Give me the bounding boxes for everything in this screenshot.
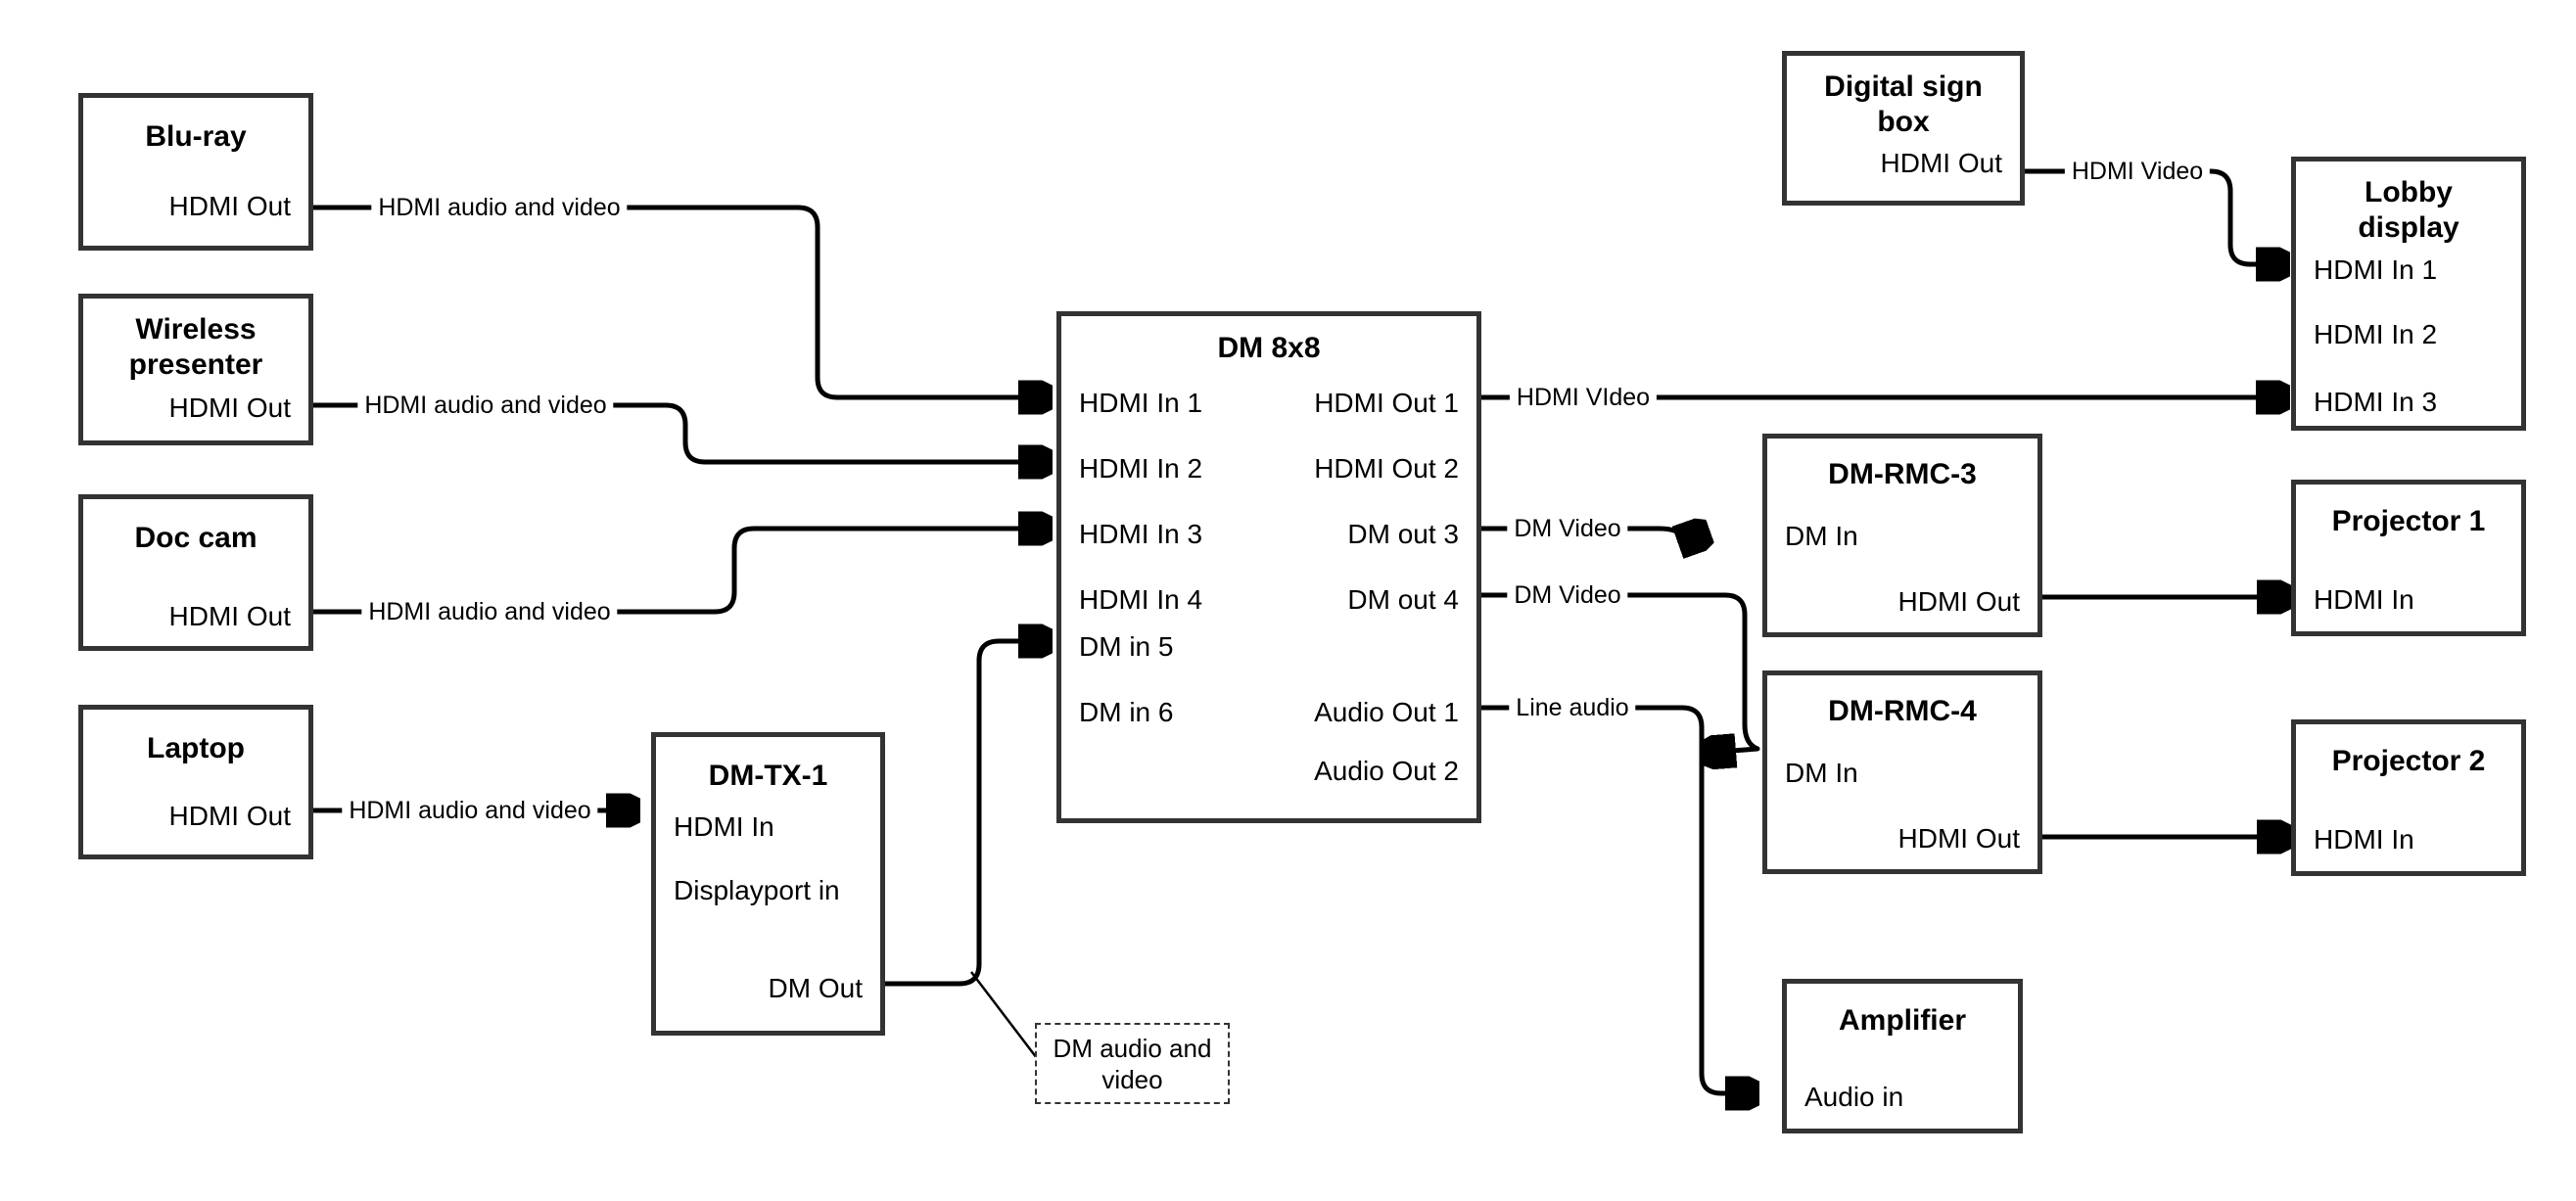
device-lobby-display[interactable]: Lobby display HDMI In 1 HDMI In 2 HDMI I…	[2291, 157, 2526, 431]
link-label-laptop: HDMI audio and video	[342, 797, 598, 824]
port-dm-8x8-hdmi-in-3[interactable]: HDMI In 3	[1079, 519, 1203, 549]
device-digital-sign-box-title-line2: box	[1877, 106, 1930, 138]
port-dm-rmc-3-dm-in[interactable]: DM In	[1785, 521, 1858, 551]
port-dm-8x8-dm-in-5[interactable]: DM in 5	[1079, 631, 1174, 662]
link-label-dm-video-4: DM Video	[1507, 581, 1628, 609]
device-wireless-presenter-title-line2: presenter	[128, 348, 263, 381]
device-dm-8x8[interactable]: DM 8x8 HDMI In 1 HDMI In 2 HDMI In 3 HDM…	[1056, 311, 1481, 823]
port-projector-2-hdmi-in[interactable]: HDMI In	[2314, 824, 2414, 855]
port-dm-8x8-hdmi-in-4[interactable]: HDMI In 4	[1079, 584, 1203, 615]
device-amplifier-title: Amplifier	[1838, 1004, 1967, 1037]
port-dm-8x8-dm-out-4[interactable]: DM out 4	[1347, 584, 1459, 615]
port-lobby-display-hdmi-in-2[interactable]: HDMI In 2	[2314, 319, 2438, 349]
device-projector-2[interactable]: Projector 2 HDMI In	[2291, 719, 2526, 876]
device-dm-rmc-3-title: DM-RMC-3	[1828, 458, 1977, 490]
device-laptop[interactable]: Laptop HDMI Out	[78, 705, 313, 859]
wire-dm8x8-audioout1-to-amp	[1481, 705, 1753, 1093]
device-digital-sign-box[interactable]: Digital sign box HDMI Out	[1782, 51, 2025, 206]
link-label-line-audio: Line audio	[1509, 694, 1636, 721]
port-dm-8x8-hdmi-in-1[interactable]: HDMI In 1	[1079, 388, 1203, 418]
port-dm-tx-1-hdmi-in[interactable]: HDMI In	[674, 811, 774, 842]
link-label-bluray: HDMI audio and video	[371, 194, 628, 221]
device-doc-cam[interactable]: Doc cam HDMI Out	[78, 494, 313, 651]
port-projector-1-hdmi-in[interactable]: HDMI In	[2314, 584, 2414, 615]
port-bluray-hdmi-out[interactable]: HDMI Out	[168, 191, 291, 221]
device-doc-cam-title: Doc cam	[134, 522, 258, 554]
device-projector-1[interactable]: Projector 1 HDMI In	[2291, 480, 2526, 636]
port-digital-sign-box-hdmi-out[interactable]: HDMI Out	[1880, 148, 2002, 178]
port-doc-cam-hdmi-out[interactable]: HDMI Out	[168, 601, 291, 631]
device-dm-rmc-3[interactable]: DM-RMC-3 DM In HDMI Out	[1762, 434, 2042, 637]
wire-bluray-to-dm8x8	[313, 205, 1046, 397]
port-dm-8x8-dm-in-6[interactable]: DM in 6	[1079, 697, 1174, 727]
port-dm-8x8-hdmi-in-2[interactable]: HDMI In 2	[1079, 453, 1203, 484]
port-dm-8x8-hdmi-out-1[interactable]: HDMI Out 1	[1314, 388, 1459, 418]
device-digital-sign-box-title-line1: Digital sign	[1824, 70, 1983, 103]
port-laptop-hdmi-out[interactable]: HDMI Out	[168, 801, 291, 831]
link-label-doccam: HDMI audio and video	[361, 598, 618, 625]
device-lobby-display-title-line2: display	[2358, 211, 2459, 244]
device-wireless-presenter-title-line1: Wireless	[135, 313, 257, 346]
device-wireless-presenter[interactable]: Wireless presenter HDMI Out	[78, 294, 313, 445]
wire-dmtx1-to-dm8x8	[885, 641, 1046, 987]
wire-dm8x8-dmout4-to-rmc4	[1481, 592, 1760, 753]
port-dm-8x8-hdmi-out-2[interactable]: HDMI Out 2	[1314, 453, 1459, 484]
link-label-hdmi-video-sign: HDMI Video	[2064, 158, 2211, 185]
device-dm-rmc-4[interactable]: DM-RMC-4 DM In HDMI Out	[1762, 670, 2042, 874]
device-bluray[interactable]: Blu-ray HDMI Out	[78, 93, 313, 251]
port-wireless-presenter-hdmi-out[interactable]: HDMI Out	[168, 393, 291, 423]
device-bluray-title: Blu-ray	[145, 120, 247, 153]
device-dm-rmc-4-title: DM-RMC-4	[1828, 695, 1977, 727]
device-dm-tx-1[interactable]: DM-TX-1 HDMI In Displayport in DM Out	[651, 732, 885, 1036]
port-lobby-display-hdmi-in-3[interactable]: HDMI In 3	[2314, 387, 2438, 417]
wire-note-leader	[970, 971, 1041, 1063]
port-dm-tx-1-dm-out[interactable]: DM Out	[768, 973, 863, 1003]
device-laptop-title: Laptop	[147, 732, 245, 764]
port-dm-tx-1-displayport-in[interactable]: Displayport in	[674, 875, 840, 905]
link-label-hdmi-video-out1: HDMI VIdeo	[1509, 384, 1658, 411]
port-dm-rmc-4-hdmi-out[interactable]: HDMI Out	[1897, 823, 2020, 854]
port-dm-rmc-4-dm-in[interactable]: DM In	[1785, 758, 1858, 788]
link-label-dm-video-3: DM Video	[1507, 515, 1628, 542]
device-projector-2-title: Projector 2	[2331, 745, 2486, 777]
device-dm-tx-1-title: DM-TX-1	[708, 760, 828, 792]
device-projector-1-title: Projector 1	[2331, 505, 2486, 537]
port-dm-8x8-audio-out-1[interactable]: Audio Out 1	[1314, 697, 1459, 727]
note-dm-audio-and-video: DM audio and video	[1035, 1023, 1230, 1104]
port-lobby-display-hdmi-in-1[interactable]: HDMI In 1	[2314, 254, 2438, 285]
device-dm-8x8-title: DM 8x8	[1217, 332, 1321, 364]
link-label-wireless: HDMI audio and video	[357, 392, 614, 419]
device-lobby-display-title-line1: Lobby	[2365, 176, 2453, 208]
port-dm-8x8-dm-out-3[interactable]: DM out 3	[1347, 519, 1459, 549]
port-amplifier-audio-in[interactable]: Audio in	[1804, 1082, 1904, 1112]
port-dm-rmc-3-hdmi-out[interactable]: HDMI Out	[1897, 586, 2020, 617]
device-amplifier[interactable]: Amplifier Audio in	[1782, 979, 2023, 1133]
port-dm-8x8-audio-out-2[interactable]: Audio Out 2	[1314, 756, 1459, 786]
